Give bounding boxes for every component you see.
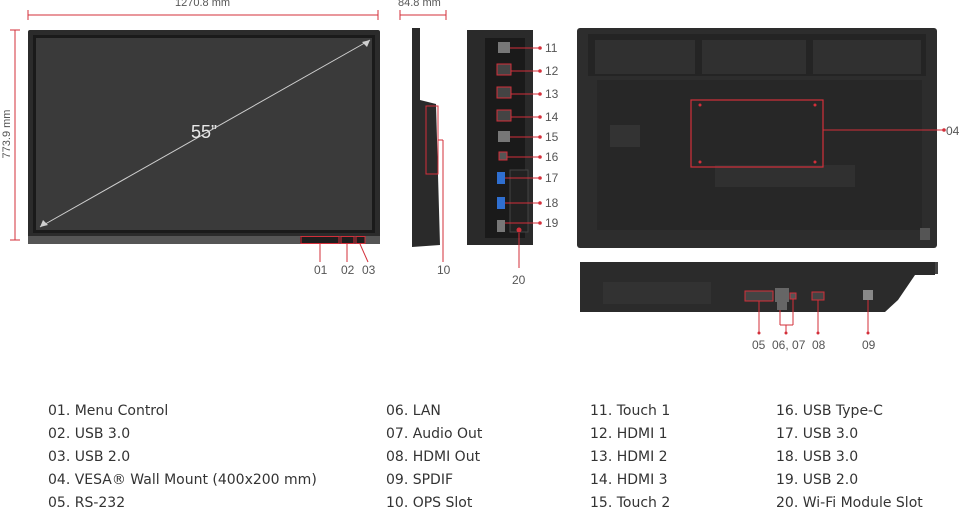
callout-05: 05 bbox=[752, 338, 766, 352]
callout-02: 02 bbox=[341, 263, 355, 277]
callout-06-07: 06, 07 bbox=[772, 338, 806, 352]
port-usb-c bbox=[498, 151, 508, 161]
port-touch-2 bbox=[498, 131, 510, 142]
hdmi-out-port bbox=[811, 291, 825, 301]
depth-dimension-label: 84.8 mm bbox=[398, 0, 441, 9]
back-vent-left bbox=[610, 125, 640, 147]
callout-14: 14 bbox=[545, 110, 559, 124]
bottom-view bbox=[580, 262, 938, 335]
bottom-vent bbox=[603, 282, 711, 304]
usb2-front-highlight bbox=[355, 236, 366, 244]
legend-item: 04. VESA® Wall Mount (400x200 mm) bbox=[48, 472, 317, 488]
callout-11: 11 bbox=[545, 41, 558, 55]
legend-item: 16. USB Type-C bbox=[776, 403, 883, 419]
callout-08: 08 bbox=[812, 338, 826, 352]
ports-panel-view bbox=[467, 30, 542, 268]
legend-item: 03. USB 2.0 bbox=[48, 449, 131, 465]
legend-item: 05. RS-232 bbox=[48, 495, 126, 511]
legend-item: 06. LAN bbox=[386, 403, 441, 419]
vesa-mount-highlight bbox=[690, 99, 824, 168]
legend-column-3: 11. Touch 1 12. HDMI 1 13. HDMI 2 14. HD… bbox=[590, 400, 670, 515]
back-view bbox=[577, 28, 946, 248]
callout-18: 18 bbox=[545, 196, 559, 210]
back-vent-bottom bbox=[715, 165, 855, 187]
diagonal-line bbox=[39, 39, 371, 228]
port-hdmi-3 bbox=[496, 109, 512, 122]
lan-port bbox=[775, 288, 789, 302]
callout-03: 03 bbox=[362, 263, 376, 277]
callout-13: 13 bbox=[545, 87, 559, 101]
wifi-slot-marker bbox=[516, 227, 522, 233]
legend-item: 15. Touch 2 bbox=[590, 495, 671, 511]
usb3-front-highlight bbox=[340, 236, 355, 244]
legend-item: 13. HDMI 2 bbox=[590, 449, 668, 465]
legend-column-2: 06. LAN 07. Audio Out 08. HDMI Out 09. S… bbox=[386, 400, 482, 515]
port-usb2 bbox=[497, 220, 505, 232]
legend-item: 11. Touch 1 bbox=[590, 403, 671, 419]
callout-01: 01 bbox=[314, 263, 328, 277]
legend-item: 07. Audio Out bbox=[386, 426, 483, 442]
port-hdmi-2 bbox=[496, 86, 512, 99]
legend-item: 01. Menu Control bbox=[48, 403, 169, 419]
legend-item: 17. USB 3.0 bbox=[776, 426, 859, 442]
diagonal-size-label: 55” bbox=[191, 122, 218, 142]
legend-item: 19. USB 2.0 bbox=[776, 472, 859, 488]
rs232-port bbox=[744, 290, 774, 302]
legend-column-4: 16. USB Type-C 17. USB 3.0 18. USB 3.0 1… bbox=[776, 400, 923, 515]
front-bottom-strip bbox=[28, 236, 380, 244]
callout-10: 10 bbox=[437, 263, 451, 277]
callout-20: 20 bbox=[512, 273, 526, 287]
lan-audio-highlight bbox=[789, 292, 797, 300]
callout-15: 15 bbox=[545, 130, 559, 144]
front-button-panel bbox=[300, 237, 365, 243]
legend-item: 20. Wi-Fi Module Slot bbox=[776, 495, 923, 511]
callout-line-03 bbox=[359, 243, 369, 263]
menu-control-highlight bbox=[300, 236, 340, 244]
callout-09: 09 bbox=[862, 338, 876, 352]
legend-column-1: 01. Menu Control 02. USB 3.0 03. USB 2.0… bbox=[48, 400, 317, 515]
port-usb3-a bbox=[497, 172, 505, 184]
spdif-port bbox=[863, 290, 873, 300]
callout-16: 16 bbox=[545, 150, 559, 164]
diagonal-arrow-bottom bbox=[40, 220, 48, 227]
back-panel bbox=[597, 80, 922, 230]
audio-out-port bbox=[777, 302, 787, 310]
legend-item: 12. HDMI 1 bbox=[590, 426, 668, 442]
legend-item: 10. OPS Slot bbox=[386, 495, 473, 511]
side-view bbox=[412, 28, 444, 262]
callout-12: 12 bbox=[545, 64, 559, 78]
port-usb3-b bbox=[497, 197, 505, 209]
callout-19: 19 bbox=[545, 216, 559, 230]
back-power-switch bbox=[920, 228, 930, 240]
port-hdmi-1 bbox=[496, 63, 512, 76]
width-dimension-label: 1270.8 mm bbox=[175, 0, 231, 9]
legend-item: 18. USB 3.0 bbox=[776, 449, 859, 465]
legend-item: 09. SPDIF bbox=[386, 472, 454, 488]
legend-item: 08. HDMI Out bbox=[386, 449, 481, 465]
port-touch-1 bbox=[498, 42, 510, 53]
diagonal-arrow-top bbox=[362, 40, 370, 47]
callout-17: 17 bbox=[545, 171, 559, 185]
legend-item: 02. USB 3.0 bbox=[48, 426, 131, 442]
legend-item: 14. HDMI 3 bbox=[590, 472, 668, 488]
callout-04: 04 bbox=[946, 124, 960, 138]
front-view bbox=[28, 30, 380, 263]
